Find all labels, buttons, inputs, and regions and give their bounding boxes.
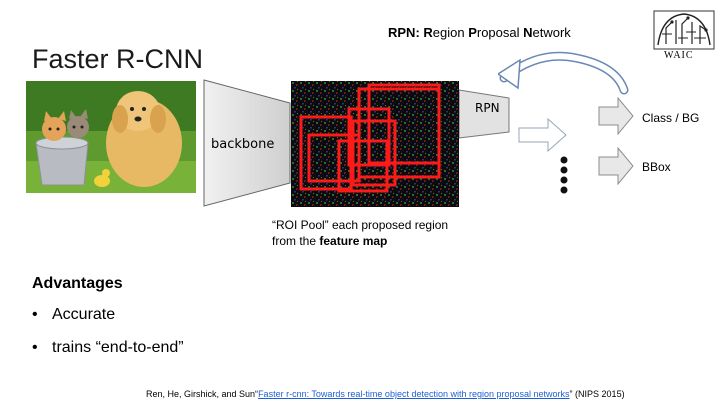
roi-caption-prefix: from the [272,234,320,248]
advantage-bullet: • Accurate [32,306,115,324]
bbox-label: BBox [642,160,671,174]
rpn-heading: RPN: Region Proposal Network [388,25,571,40]
bbox-output-arrow [598,147,634,185]
advantage-text: trains “end-to-end” [52,339,184,356]
paper-link[interactable]: Faster r-cnn: Towards real-time object d… [258,389,570,399]
backbone-block [203,79,291,207]
class-output-arrow [598,97,634,135]
rpn-heading-part: P [468,25,477,40]
roi-caption-line1: “ROI Pool” each proposed region [272,218,449,232]
rpn-heading-part: RPN: R [388,25,433,40]
waic-logo-icon [653,10,715,50]
citation-prefix: Ren, He, Girshick, and Sun“ [146,389,259,399]
rpn-heading-part: roposal [476,25,524,40]
class-bg-label: Class / BG [642,111,700,125]
stacked-features-dots [560,156,568,194]
backbone-label: backbone [211,137,275,152]
roi-pool-caption: “ROI Pool” each proposed region from the… [272,217,522,249]
rpn-loop-arrow [498,51,629,95]
rpn-heading-part: etwork [532,25,571,40]
rpn-heading-part: N [523,25,533,40]
input-photo [26,81,196,193]
advantage-bullet: • trains “end-to-end” [32,339,184,357]
citation: Ren, He, Girshick, and Sun“Faster r-cnn:… [146,389,625,399]
advantages-heading: Advantages [32,275,123,292]
logo-label: WAIC [664,50,694,61]
slide-title: Faster R-CNN [32,44,204,74]
rpn-heading-part: egion [432,25,469,40]
roi-pool-arrow [518,118,567,152]
feature-map [291,81,459,207]
advantage-text: Accurate [52,306,116,323]
roi-caption-bold: feature map [319,234,388,248]
bullet-dot-icon: • [32,339,38,356]
roi-caption-line2: from the feature map [272,233,522,249]
rpn-block-label: RPN [475,101,500,115]
citation-suffix: ” (NIPS 2015) [569,389,625,399]
rpn-block [459,89,510,139]
bullet-dot-icon: • [32,306,38,323]
